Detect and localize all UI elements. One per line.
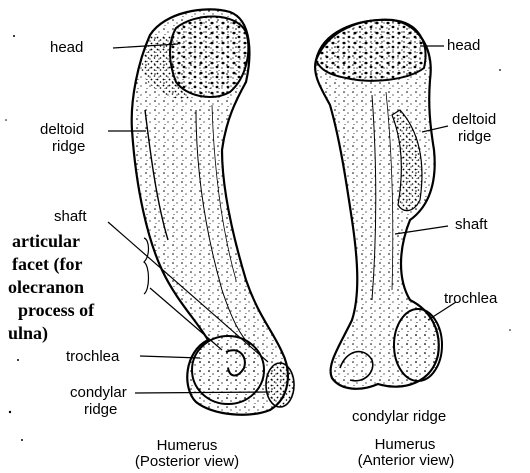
anterior-trochlea — [394, 309, 442, 381]
caption-posterior-view: (Posterior view) — [102, 453, 272, 470]
label-posterior-condylar: condylar — [70, 385, 127, 401]
label-anterior-trochlea: trochlea — [444, 291, 497, 307]
caption-anterior-view: (Anterior view) — [326, 452, 486, 469]
label-anterior-ridge: ridge — [458, 129, 491, 145]
posterior-humerus — [132, 9, 294, 414]
facet-line-3: olecranon — [8, 277, 84, 298]
posterior-head-surface — [170, 16, 248, 97]
label-posterior-deltoid: deltoid — [40, 122, 84, 138]
facet-line-4: process of — [18, 300, 94, 321]
label-anterior-deltoid: deltoid — [452, 112, 496, 128]
caption-anterior-title: Humerus — [330, 436, 480, 453]
caption-posterior-title: Humerus — [112, 437, 262, 454]
label-posterior-head: head — [50, 40, 83, 56]
label-anterior-head: head — [447, 38, 480, 54]
facet-line-2: facet (for — [12, 254, 82, 275]
facet-line-5: ulna) — [8, 323, 48, 344]
anterior-humerus — [315, 20, 442, 389]
facet-line-1: articular — [12, 231, 80, 252]
label-posterior-trochlea: trochlea — [66, 349, 119, 365]
facet-brace — [144, 238, 149, 294]
label-posterior-shaft: shaft — [54, 209, 87, 225]
label-anterior-condylar-ridge: condylar ridge — [352, 409, 446, 425]
label-posterior-condylar-ridge: ridge — [84, 402, 117, 418]
label-posterior-ridge: ridge — [52, 139, 85, 155]
anterior-head-surface — [316, 20, 426, 81]
label-anterior-shaft: shaft — [455, 217, 488, 233]
posterior-condylar-ridge — [266, 363, 294, 407]
